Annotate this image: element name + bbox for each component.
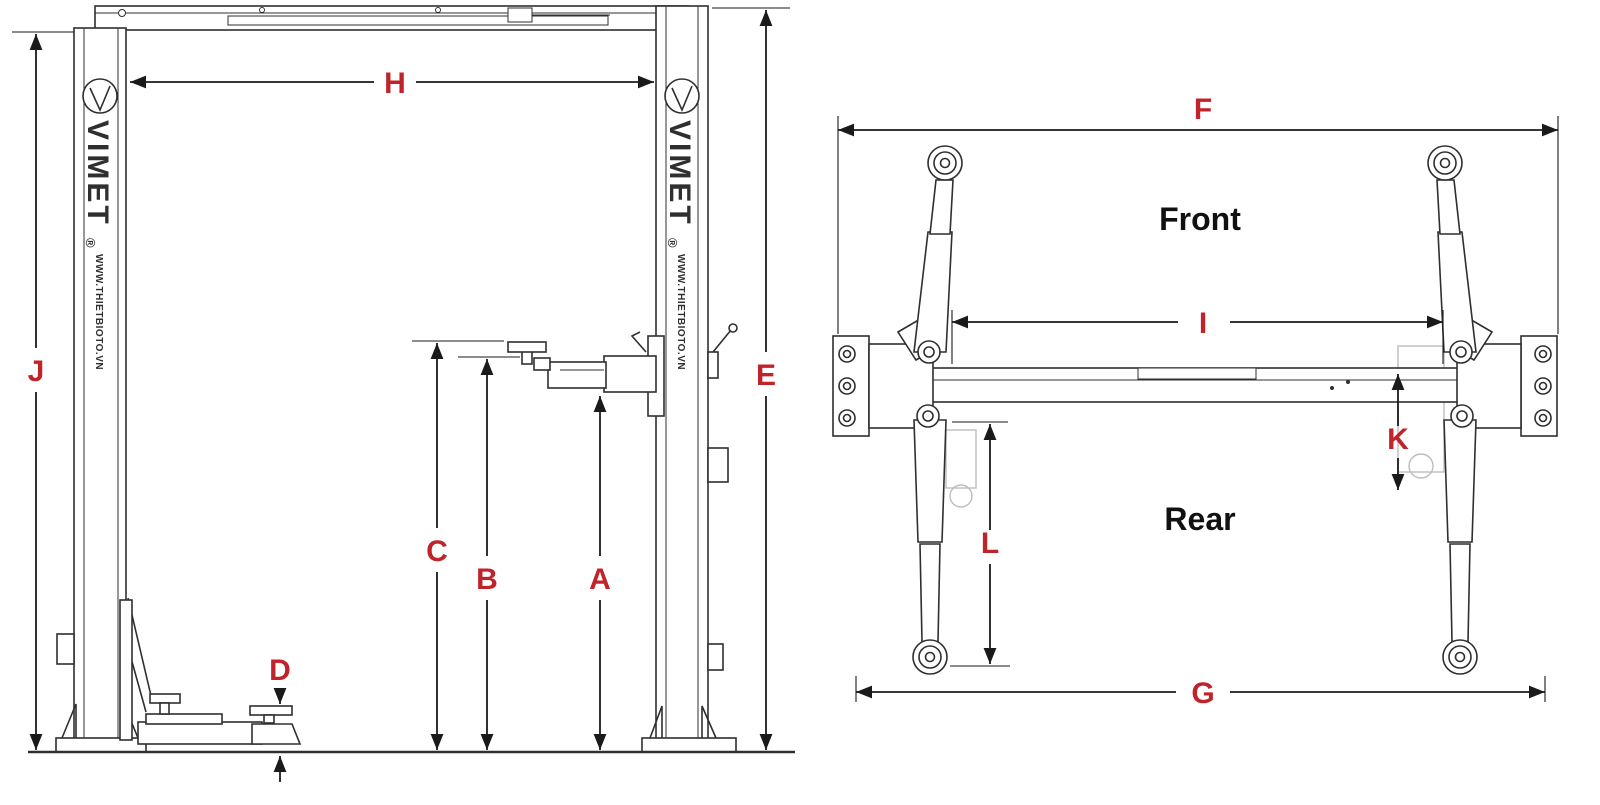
pad-stem — [263, 714, 275, 724]
pad-stem — [521, 350, 533, 365]
bolt-icon — [118, 9, 126, 17]
gusset — [61, 703, 77, 739]
vimet-logo-icon — [664, 78, 700, 114]
plan-view-dimensions: F I K L G — [837, 93, 1559, 710]
vimet-logo-v-mark — [89, 85, 111, 113]
bolt-icon — [435, 7, 441, 13]
plan-crossbeam — [897, 367, 1493, 403]
ghost-pad — [949, 484, 973, 508]
front-right-arm — [1427, 145, 1477, 364]
arm-inner-section — [913, 231, 953, 353]
arm-inner-section — [1437, 231, 1477, 353]
vimet-logo-v-mark — [671, 85, 693, 113]
arm-outer-section — [1436, 179, 1461, 235]
arm-pivot — [922, 410, 934, 422]
arm-outer-section — [919, 543, 941, 643]
bolt-icon — [259, 7, 265, 13]
bolt-icon — [842, 413, 852, 423]
right-post-baseplate — [641, 737, 737, 753]
ghost-arm — [945, 429, 977, 489]
raised-lift-arm — [507, 331, 665, 417]
registered-mark: ® — [83, 238, 98, 248]
crossbeam-rail — [227, 15, 609, 26]
bolt-icon — [1346, 380, 1350, 384]
pad-stem — [159, 702, 170, 715]
lift-pad — [507, 341, 547, 353]
dimension-label-H: H — [384, 67, 406, 100]
lift-pad — [1454, 651, 1466, 663]
vimet-logo-text: VIMET — [81, 120, 114, 227]
registered-mark: ® — [665, 238, 680, 248]
bolt-icon — [842, 381, 852, 391]
bolt-icon — [1538, 349, 1548, 359]
arm-inner-section — [603, 355, 657, 393]
gusset — [701, 705, 717, 739]
bolt-icon — [1330, 386, 1334, 390]
dimension-label-B: B — [476, 563, 498, 596]
arm-pivot — [1456, 410, 1468, 422]
arm-pivot — [1455, 346, 1467, 358]
gusset — [649, 705, 663, 739]
lowered-lift-arm — [119, 597, 302, 745]
vimet-logo-icon — [82, 78, 118, 114]
lift-pad — [924, 651, 936, 663]
rear-right-arm — [1442, 404, 1478, 675]
front-left-arm — [913, 145, 963, 364]
lift-pad — [149, 693, 181, 704]
dimension-label-I: I — [1199, 307, 1207, 340]
arm-inner-section — [145, 713, 223, 725]
carriage — [119, 599, 133, 741]
front-area-label: Front — [1159, 201, 1241, 237]
bolt-icon — [1538, 413, 1548, 423]
arm-lock-lever — [630, 331, 647, 353]
lift-pad — [249, 705, 293, 716]
dimension-label-E: E — [756, 359, 776, 392]
dimension-label-J: J — [28, 355, 45, 388]
rear-left-arm — [912, 404, 948, 675]
dimension-label-G: G — [1191, 677, 1214, 710]
right-post-bracket — [707, 643, 724, 671]
website-text: WWW.THIETBIOTO.VN — [93, 254, 104, 370]
cable-pulley — [507, 7, 533, 23]
lift-pad — [1439, 157, 1451, 169]
website-text: WWW.THIETBIOTO.VN — [675, 254, 686, 370]
arm-pivot — [923, 346, 935, 358]
dimension-label-L: L — [981, 527, 999, 560]
front-view: VIMET ® WWW.THIETBIOTO.VN VIMET ® WWW.TH… — [12, 5, 795, 782]
vimet-logo-text: VIMET — [663, 120, 696, 227]
arm-end-ramp — [251, 723, 302, 745]
power-unit-box — [707, 447, 729, 483]
dimension-label-K: K — [1387, 423, 1409, 456]
ghost-pad — [1408, 453, 1434, 479]
bolt-icon — [1538, 381, 1548, 391]
arm-outer-section — [929, 179, 954, 235]
release-lever-mount — [707, 351, 719, 379]
front-view-dimensions: H J E C B A D — [12, 7, 790, 782]
left-post — [55, 27, 147, 753]
rear-area-label: Rear — [1164, 501, 1235, 537]
arm-outer-section — [137, 721, 263, 745]
release-lever — [712, 329, 732, 353]
lever-knob — [728, 323, 738, 333]
dimension-label-D: D — [269, 654, 291, 687]
bolt-icon — [842, 349, 852, 359]
vimet-branding-left: VIMET ® WWW.THIETBIOTO.VN — [81, 78, 118, 370]
arm-inner-section — [1443, 419, 1477, 543]
vimet-branding-right: VIMET ® WWW.THIETBIOTO.VN — [663, 78, 700, 370]
dimension-label-F: F — [1194, 93, 1212, 126]
arm-inner-section — [913, 419, 947, 543]
arm-outer-section — [1449, 543, 1471, 643]
arm-outer-section — [547, 361, 607, 389]
dimension-label-A: A — [589, 563, 611, 596]
plan-view: Front Rear F I K L — [832, 93, 1559, 710]
arm-end-link — [533, 357, 551, 371]
plan-crossbeam-plate — [1137, 367, 1257, 380]
top-crossbeam — [94, 5, 689, 31]
left-post-bracket — [56, 633, 75, 665]
lift-pad — [939, 157, 951, 169]
dimension-label-C: C — [426, 535, 448, 568]
